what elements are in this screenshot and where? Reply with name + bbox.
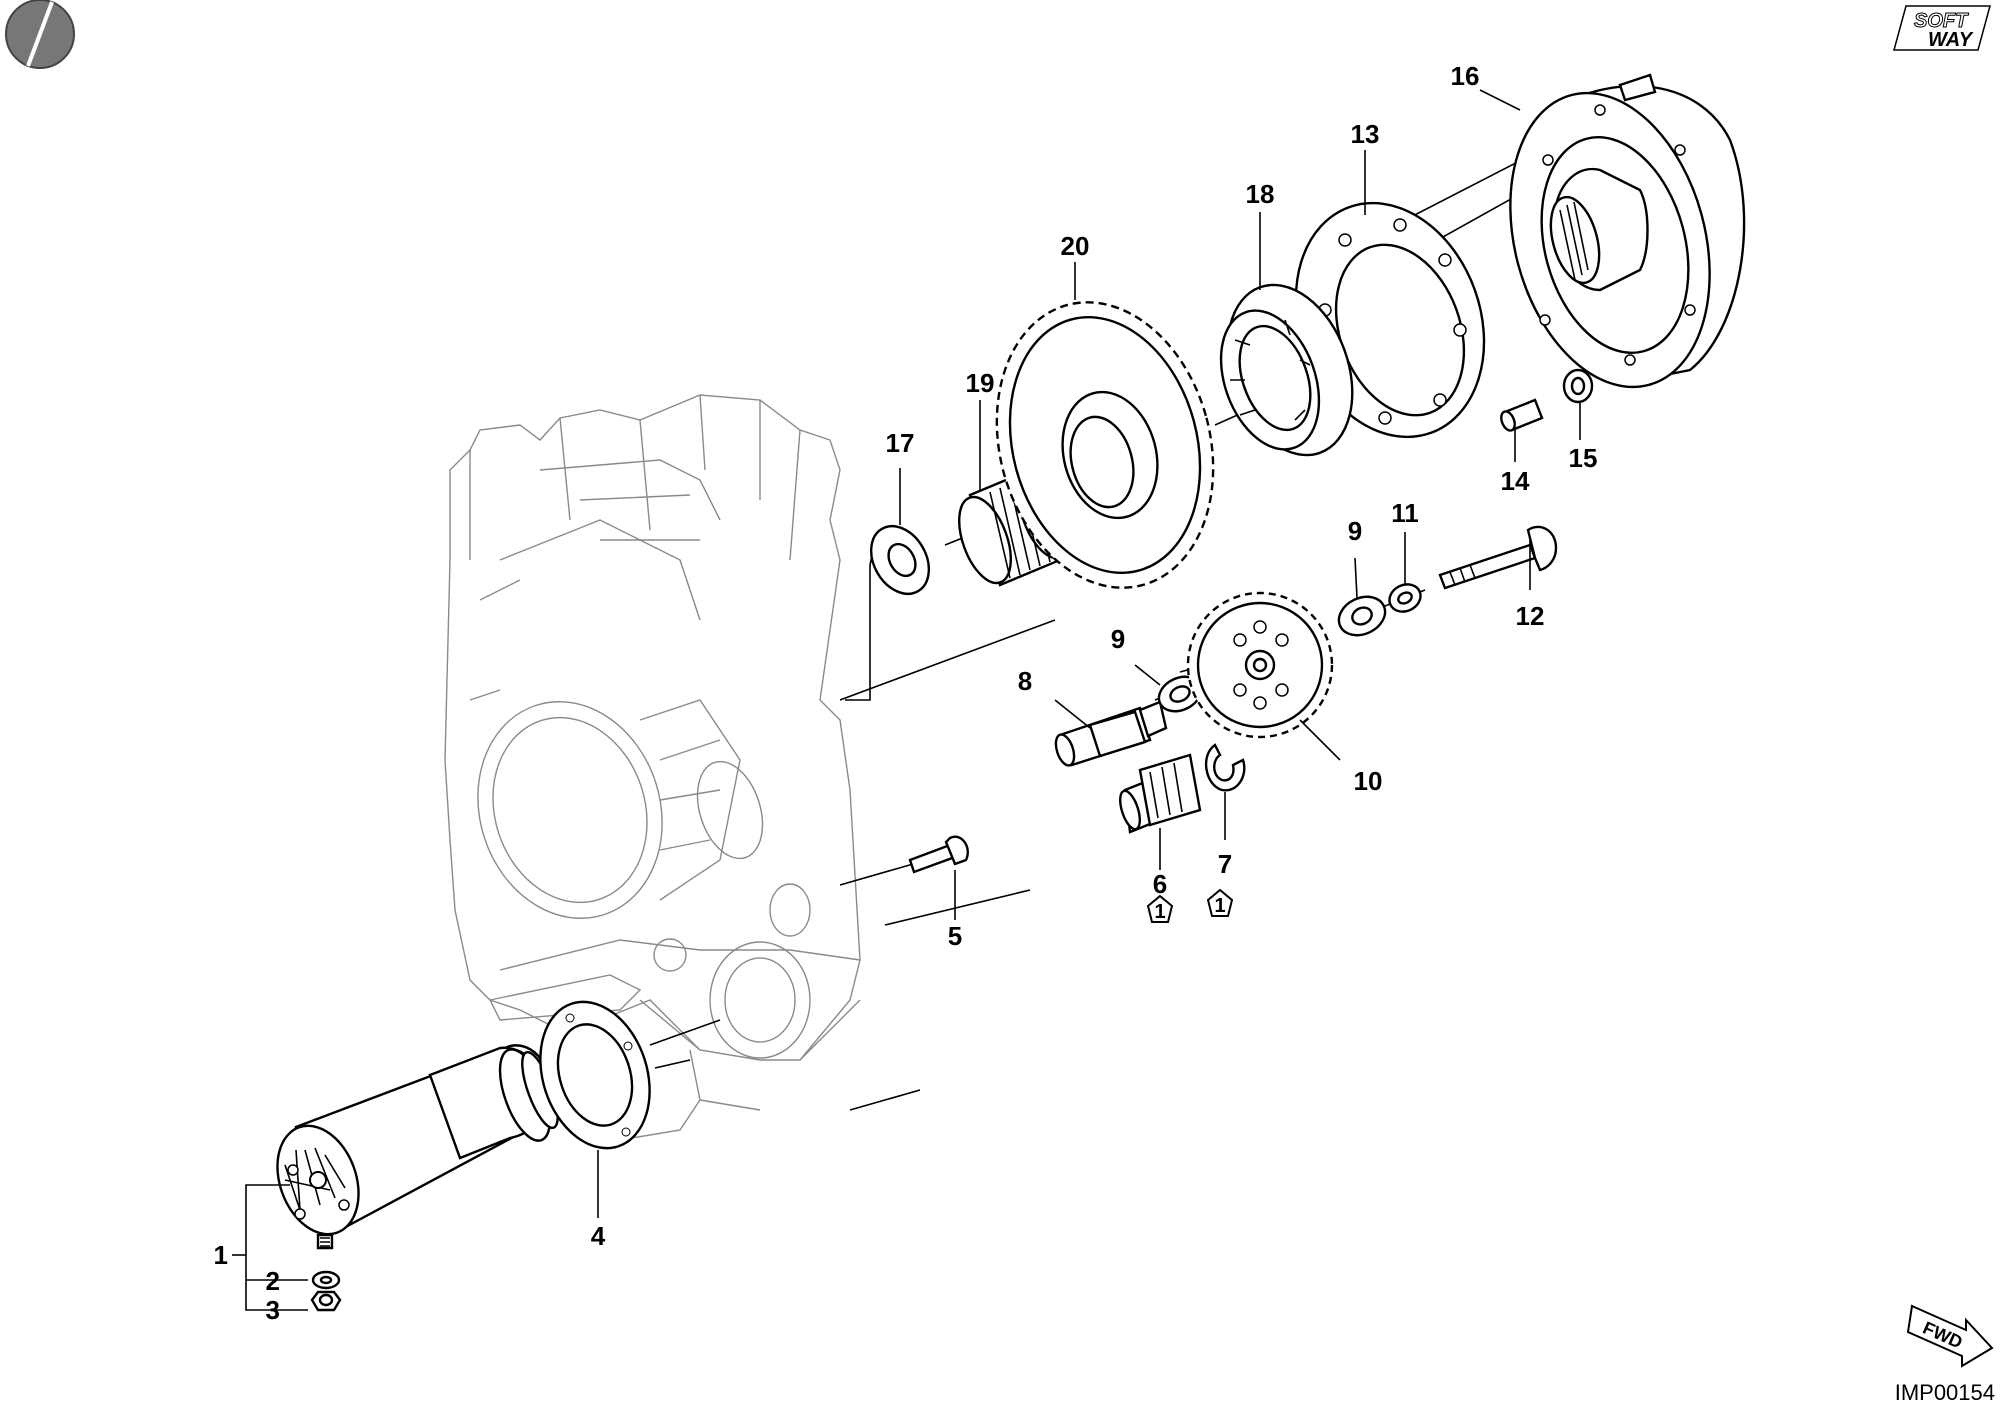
part-long-bolt-12 [1438, 525, 1558, 590]
label-12: 12 [1516, 601, 1545, 631]
part-nut-3 [310, 1290, 342, 1312]
label-19: 19 [966, 368, 995, 398]
part-washer-17 [869, 468, 931, 595]
svg-text:WAY: WAY [1928, 29, 1974, 51]
image-code: IMP00154 [1895, 1380, 1995, 1405]
label-9b: 9 [1348, 516, 1362, 546]
leader-bracket-1-2-3 [232, 1184, 308, 1311]
softway-logo: SOFT WAY [1893, 5, 1991, 51]
note-marker-6: 1 [1146, 894, 1174, 923]
part-washer-2 [311, 1270, 341, 1290]
part-flywheel-housing [1479, 73, 1746, 389]
label-16: 16 [1451, 61, 1480, 91]
svg-text:1: 1 [1154, 901, 1165, 923]
label-11: 11 [1391, 498, 1419, 528]
label-5: 5 [948, 921, 962, 951]
engine-case [444, 394, 861, 1141]
part-circlip-7 [1204, 743, 1246, 840]
svg-text:SOFT: SOFT [1914, 10, 1969, 32]
part-number-labels: 1 2 3 4 5 6 7 8 9 9 10 11 12 13 14 15 16… [214, 61, 1598, 1325]
label-1: 1 [214, 1240, 228, 1270]
fwd-arrow-icon: FWD [1906, 1304, 1994, 1368]
label-15: 15 [1569, 443, 1598, 473]
note-marker-7: 1 [1206, 888, 1234, 917]
label-2: 2 [266, 1266, 280, 1296]
part-washer-9b [1337, 557, 1387, 637]
part-freewheel [1219, 212, 1354, 457]
part-bolt-5 [908, 835, 969, 920]
part-shaft-8 [1054, 699, 1168, 767]
round-logo-icon [5, 0, 75, 69]
part-starter-gear [995, 262, 1215, 589]
label-20: 20 [1061, 231, 1090, 261]
part-gasket-ring [539, 1000, 651, 1218]
svg-text:1: 1 [1214, 895, 1225, 917]
label-4: 4 [591, 1221, 606, 1251]
label-8: 8 [1018, 666, 1032, 696]
label-6: 6 [1153, 869, 1167, 899]
part-cap-15 [1562, 368, 1594, 440]
part-pinion-gear [1118, 753, 1202, 870]
label-13: 13 [1351, 119, 1380, 149]
part-intermediate-gear [1186, 591, 1341, 761]
label-3: 3 [266, 1295, 280, 1325]
label-18: 18 [1246, 179, 1275, 209]
part-lock-washer-11 [1388, 532, 1422, 613]
part-dowel-14 [1500, 398, 1544, 462]
part-starter-motor [276, 1044, 559, 1250]
label-10: 10 [1354, 766, 1383, 796]
label-17: 17 [886, 428, 915, 458]
label-14: 14 [1501, 466, 1530, 496]
label-9a: 9 [1111, 624, 1125, 654]
label-7: 7 [1218, 849, 1232, 879]
